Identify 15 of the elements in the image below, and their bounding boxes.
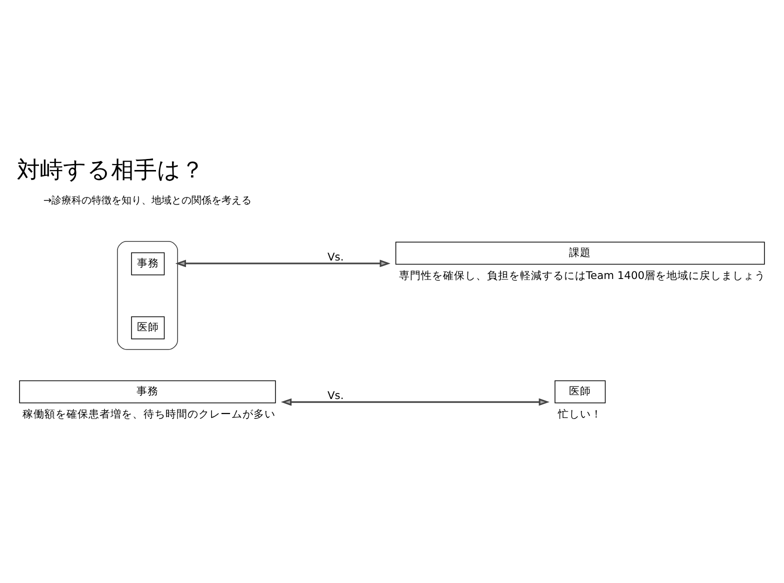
node-label: 忙しい！ — [558, 406, 602, 420]
arrow — [280, 398, 550, 406]
diagram-title: 対峙する相手は？ — [17, 156, 204, 183]
node-box: 課題 — [395, 241, 765, 264]
arrow — [175, 259, 390, 267]
node-box: 医師 — [131, 316, 165, 339]
node-label: 稼働額を確保患者増を、待ち時間のクレームが多い — [22, 406, 276, 420]
edge-label: Vs. — [328, 388, 344, 402]
cluster — [117, 240, 178, 350]
node-box: 事務 — [131, 252, 165, 275]
node-box: 医師 — [554, 380, 606, 403]
node-label: 専門性を確保し、負担を軽減するにはTeam 1400層を地域に戻しましょう — [398, 268, 766, 282]
node-box: 事務 — [19, 380, 276, 403]
edge-label: Vs. — [328, 250, 344, 264]
label: →診療科の特徴を知り、地域との関係を考える — [43, 195, 252, 206]
